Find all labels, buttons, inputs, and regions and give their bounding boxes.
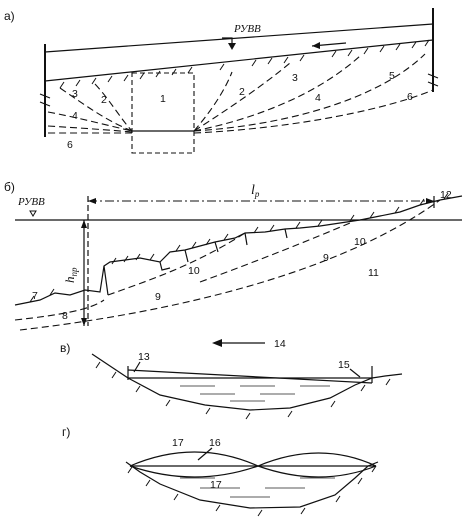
left-wall-marks [39,93,51,107]
right-wall-marks [427,73,439,87]
excavation-box [131,72,195,154]
num-g-17-bottom: 17 [210,479,222,491]
curve-b-9-right [199,222,351,283]
panel-a-diagram: а) РУВВ [4,8,439,154]
num-v-14: 14 [274,338,286,350]
panel-label-a: а) [4,9,15,23]
num-g-16: 16 [209,437,221,449]
hpr-arrow-top-icon [81,220,87,228]
num-a-2-left: 2 [101,94,107,106]
curve-right-3 [193,62,291,132]
num-g-17-top: 17 [172,437,184,449]
lens-right-lower [257,465,377,478]
num-b-7: 7 [32,290,38,302]
lp-label: lр [251,183,260,199]
water-level-line [44,23,434,53]
flow-arrow-14-icon [212,339,222,347]
curve-right-4 [193,55,361,132]
num-a-6-left: 6 [67,139,73,151]
flow-arrow-icon [312,42,320,49]
num-b-9-left: 9 [155,291,161,303]
ruvv-arrow-icon [228,43,236,50]
curve-left-3 [59,87,133,132]
curve-left-4 [47,111,133,132]
panel-b-diagram: б) РУВВ lр hпр [4,180,463,331]
num-a-4-right: 4 [315,92,321,104]
num-b-12: 12 [440,189,452,201]
water-hatching-v [180,385,330,402]
panel-label-g: г) [62,425,70,439]
curve-b-11 [19,199,441,331]
num-b-8: 8 [62,310,68,322]
panel-g-diagram: г) 16 17 [62,425,379,517]
cliff-steps [103,228,288,296]
panel-label-b: б) [4,180,15,194]
curve-right-5 [193,53,426,132]
num-a-3-right: 3 [292,72,298,84]
num-a-4-left: 4 [72,110,78,122]
ruvv-label-a: РУВВ [233,23,261,35]
channel-bed-v [91,353,403,411]
bank-hatching-v [95,361,391,420]
num-b-11: 11 [368,267,379,279]
sloped-surface-v [127,369,373,384]
lens-left-upper [129,451,259,467]
leader-15 [349,368,361,378]
slope-line [44,39,434,82]
slope-hatching [59,39,430,89]
terrain-hatching [29,192,449,303]
num-a-1: 1 [160,93,166,105]
ruvv-pointer [222,37,233,44]
water-level-symbol-icon [29,210,37,217]
num-v-13: 13 [138,351,150,363]
num-b-10-right: 10 [354,236,366,248]
panel-v-diagram: в) 14 [60,338,403,420]
curve-right-2 [193,71,233,132]
channel-bed-g [125,461,379,509]
curve-right-6 [193,89,434,134]
curve-b-8 [14,299,105,321]
panel-label-v: в) [60,341,70,355]
curve-left-2 [94,83,133,132]
lp-arrow-left-icon [88,198,96,204]
lens-right-upper [257,452,377,467]
num-v-15: 15 [338,359,350,371]
ruvv-label-b: РУВВ [17,196,45,208]
water-hatching-g [180,477,335,498]
curve-b-9-left [107,232,246,296]
hpr-arrow-bottom-icon [81,318,87,326]
curve-left-6a [47,125,133,133]
leader-13 [133,361,141,373]
leader-16 [197,447,213,461]
num-b-9-right: 9 [323,252,329,264]
num-a-5: 5 [389,70,395,82]
num-a-2-right: 2 [239,86,245,98]
num-a-6-right: 6 [407,91,413,103]
hpr-label: hпр [62,267,79,283]
num-a-3-left: 3 [72,88,78,100]
num-b-10-left: 10 [188,265,200,277]
lens-left-lower [129,465,259,478]
bank-hatching-g [127,465,377,517]
